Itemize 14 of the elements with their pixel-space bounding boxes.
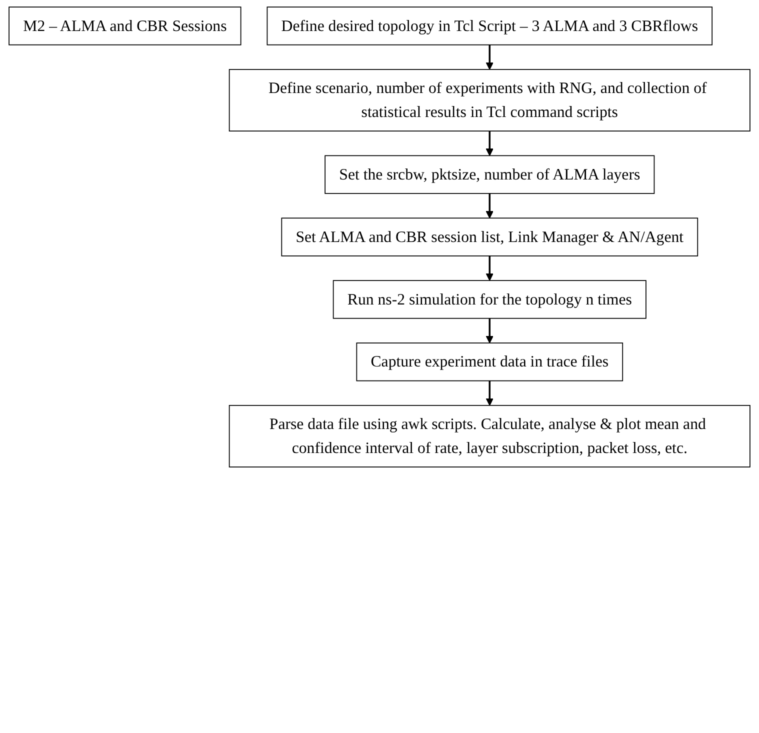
arrow [486, 193, 494, 218]
arrow [486, 318, 494, 344]
node-box: Set the srcbw, pktsize, number of ALMA layers [324, 155, 655, 194]
arrow [486, 380, 494, 406]
arrow [486, 44, 494, 70]
node-box: Define scenario, number of experiments with RNG, and collection of statistical results in Tcl command scripts [228, 69, 750, 132]
node-box: Set ALMA and CBR session list, Link Manager & AN/Agent [281, 218, 698, 256]
node-box: Run ns-2 simulation for the topology n times [332, 280, 646, 319]
node-box: M2 – ALMA and CBR Sessions [8, 6, 242, 46]
node-box: Capture experiment data in trace files [356, 342, 624, 382]
node-box: Define desired topology in Tcl Script – 3 ALMA and 3 CBRflows [266, 6, 713, 46]
arrow [486, 256, 494, 281]
arrow [486, 131, 494, 156]
node-box: Parse data file using awk scripts. Calculate, analyse & plot mean and confidence interval of rate, layer subscription, packet loss, etc. [228, 404, 750, 468]
